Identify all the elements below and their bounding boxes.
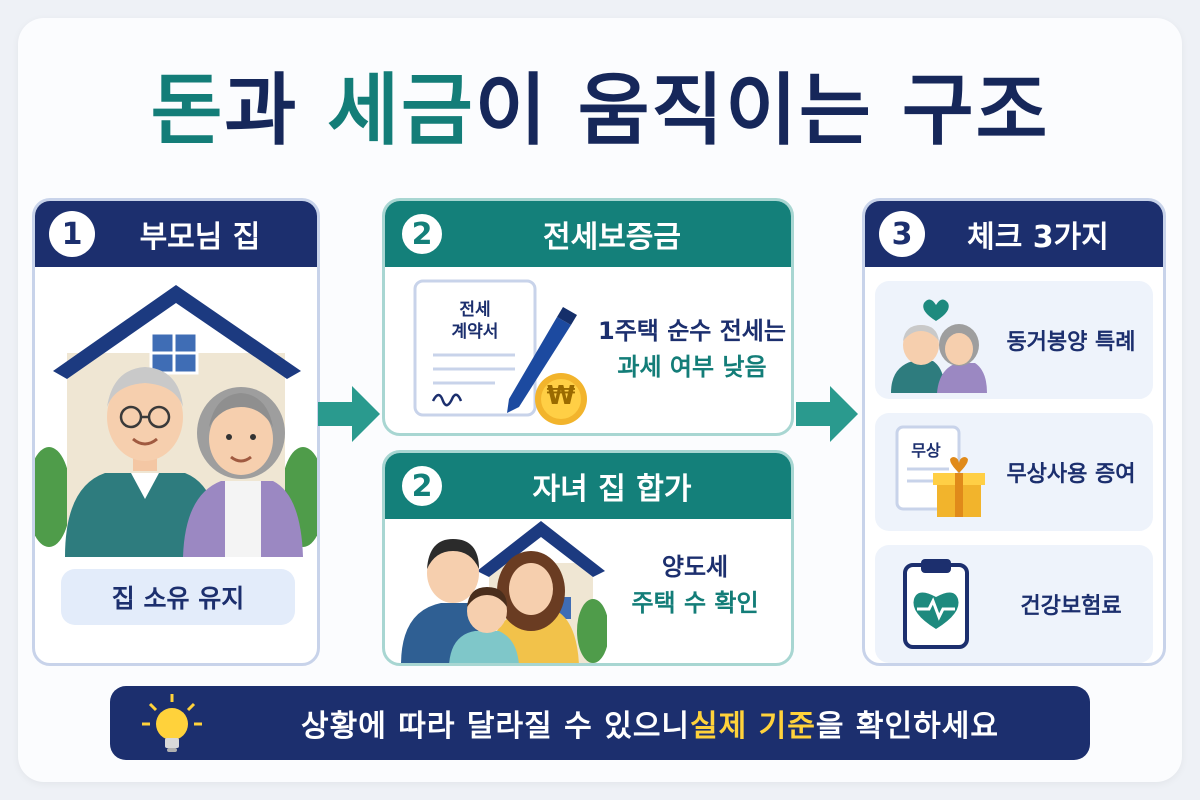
step1-panel: 1 부모님 집 집 소유 유지 [32,198,320,666]
contract-title-line2: 계약서 [451,322,499,342]
step2b-number-badge: 2 [399,463,445,509]
step2b-header: 2 자녀 집 합가 [385,453,791,519]
page-title: 돈과 세금이 움직이는 구조 [0,48,1200,160]
family-house-illustration [401,521,607,663]
check-item-cohabitation: 동거봉양 특례 [875,281,1153,399]
title-money: 돈 [150,66,225,156]
check-item-label: 동거봉양 특례 [1006,330,1136,355]
lightbulb-icon [142,694,202,752]
contract-title-line1: 전세 [459,300,491,320]
step1-number-badge: 1 [49,211,95,257]
check-item-gift-use: 무상 무상사용 증여 [875,413,1153,531]
flow-arrow-2 [796,386,858,442]
flow-arrow-1 [318,386,380,442]
step2a-text-line2: 과세 여부 낮음 [617,353,767,381]
step2a-header: 2 전세보증금 [385,201,791,267]
lease-contract-icon [413,279,587,425]
gift-document-icon [895,425,985,517]
step2b-panel: 2 자녀 집 합가 양도세 주택 수 확인 [382,450,794,666]
title-tax: 세금 [327,66,475,156]
step1-status-pill: 집 소유 유지 [61,569,295,625]
step1-header: 1 부모님 집 [35,201,317,267]
check-item-label: 무상사용 증여 [1006,462,1136,487]
step3-title: 체크 3가지 [967,220,1109,255]
step3-header: 3 체크 3가지 [865,201,1163,267]
step2a-number-badge: 2 [399,211,445,257]
title-conjunction: 과 [224,66,328,156]
notice-text-highlight: 실제 기준 [690,709,816,744]
notice-text-before: 상황에 따라 달라질 수 있으니 [301,709,691,744]
house-roof [53,285,301,379]
notice-text-after: 을 확인하세요 [815,709,999,744]
step1-title: 부모님 집 [139,220,261,255]
step2b-text-line2: 주택 수 확인 [631,589,759,617]
step2a-title: 전세보증금 [543,220,681,255]
step2a-description: 1주택 순수 전세는 과세 여부 낮음 [597,313,787,385]
step2a-panel: 2 전세보증금 전세 계약서 ₩ 1주택 순수 전세는 과세 여부 낮음 [382,198,794,436]
elderly-couple-heart-icon [891,299,987,393]
step2b-description: 양도세 주택 수 확인 [607,549,783,621]
step3-panel: 3 체크 3가지 동거봉양 특례 무상 무상사용 증여 [862,198,1166,666]
parents-house-illustration [35,285,317,557]
step2b-text-line1: 양도세 [661,553,729,581]
step2b-title: 자녀 집 합가 [532,472,692,507]
won-coin-symbol: ₩ [546,381,576,411]
check-item-label: 건강보험료 [1020,594,1122,619]
step3-number-badge: 3 [879,211,925,257]
gift-document-text: 무상 [911,441,941,460]
title-rest: 이 움직이는 구조 [474,66,1050,156]
check-item-health-insurance: 건강보험료 [875,545,1153,663]
clipboard-heart-icon [903,559,969,649]
step2a-text-line1: 1주택 순수 전세는 [598,317,786,345]
